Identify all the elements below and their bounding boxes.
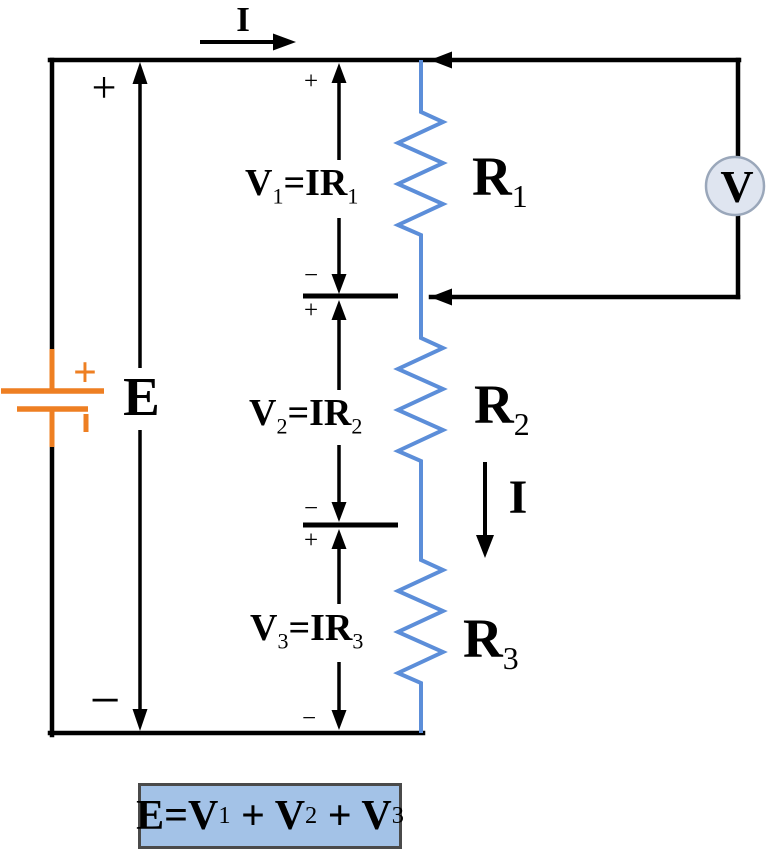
v1-minus-sign: − <box>303 262 319 289</box>
current-arrow-top <box>200 33 296 51</box>
resistor-3-label: R3 <box>463 608 519 676</box>
current-arrow-mid-head <box>476 535 494 558</box>
v2-equation-label: V2=IR2 <box>249 392 363 439</box>
v3-arrow-up-head <box>331 529 347 549</box>
resistor-2-label: R2 <box>474 374 530 442</box>
v2-minus-sign: − <box>303 495 319 522</box>
resistor-chain <box>393 60 448 733</box>
voltmeter-body <box>704 155 766 217</box>
voltmeter-loop-bottom-arrowhead <box>430 288 452 306</box>
v2-arrow-down-head <box>331 502 347 522</box>
v2-plus-sign: + <box>303 297 319 324</box>
v1-arrow-down-head <box>331 274 347 294</box>
emf-arrow-up-head <box>132 62 148 84</box>
v3-measurement-arrow <box>331 529 347 730</box>
battery-symbol <box>1 349 104 447</box>
v1-equation-label: V1=IR1 <box>245 162 359 209</box>
emf-minus-sign: − <box>89 670 121 730</box>
resistor-1-label: R1 <box>472 146 528 214</box>
v3-minus-sign: − <box>301 705 317 732</box>
current-arrow-top-head <box>273 33 296 51</box>
battery-plus-sign: + <box>73 350 97 396</box>
v1-arrow-up-head <box>331 63 347 83</box>
current-label-mid: I <box>508 471 528 524</box>
v3-arrow-down-head <box>331 710 347 730</box>
emf-plus-sign: + <box>91 63 117 112</box>
v1-plus-sign: + <box>303 68 319 95</box>
v2-arrow-up-head <box>331 300 347 320</box>
emf-measurement-arrow <box>132 62 148 731</box>
v3-plus-sign: + <box>303 527 319 554</box>
voltmeter-loop-top-arrowhead <box>430 51 452 69</box>
v3-equation-label: V3=IR3 <box>250 607 364 654</box>
current-label-top: I <box>236 0 250 39</box>
current-arrow-mid <box>476 462 494 558</box>
voltmeter-label: V <box>720 161 754 212</box>
emf-arrow-down-head <box>132 709 148 731</box>
v2-measurement-arrow <box>331 300 347 522</box>
v1-measurement-arrow <box>331 63 347 294</box>
emf-label: E <box>123 366 160 427</box>
